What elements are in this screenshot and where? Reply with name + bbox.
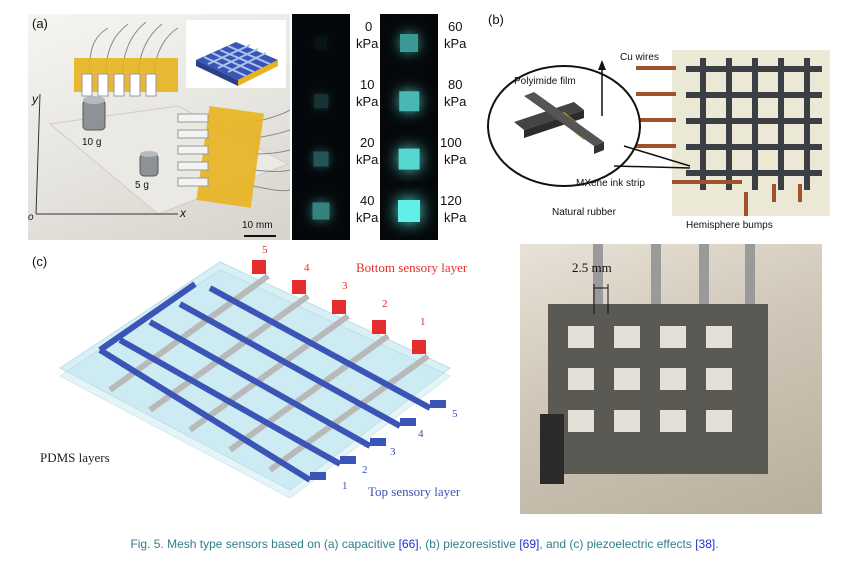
blue-number-1: 1	[342, 480, 348, 492]
pressure-value: 20	[360, 135, 375, 150]
pressure-cell-2	[292, 130, 350, 188]
cu-wires	[636, 66, 676, 148]
pressure-value: 10	[360, 77, 375, 92]
pressure-cell-3	[292, 182, 350, 240]
pressure-value: 40	[360, 193, 375, 208]
pressure-value: 0	[365, 19, 373, 34]
pressure-label-6: 100 kPa	[440, 134, 466, 168]
label-bottom-layer: Bottom sensory layer	[356, 260, 468, 275]
figure-caption: Fig. 5. Mesh type sensors based on (a) c…	[0, 537, 849, 551]
caption-prefix: Fig. 5. Mesh type sensors based on	[130, 537, 324, 551]
label-polyimide: Polyimide film	[514, 76, 576, 87]
glow-spot	[399, 91, 419, 111]
label-cu-wires: Cu wires	[620, 52, 659, 63]
blue-number-3: 3	[390, 446, 396, 458]
sensor-photo-drawing	[35, 21, 290, 237]
blue-number-5: 5	[452, 408, 458, 420]
pressure-cell-5	[380, 72, 438, 130]
label-pdms-layers: PDMS layers	[40, 450, 110, 465]
kapton-right	[196, 105, 264, 208]
red-number-3: 3	[342, 280, 348, 292]
glow-spot	[314, 94, 328, 108]
pressure-unit: kPa	[356, 152, 379, 167]
caption-ref-c-panel: (c)	[569, 537, 584, 551]
glow-spot	[313, 151, 329, 167]
pressure-cell-0	[292, 14, 350, 72]
caption-end: .	[715, 537, 719, 551]
pressure-value: 120	[440, 193, 462, 208]
sensor-photo-a: y x o 10 g 5 g 10 mm (a)	[28, 14, 290, 240]
glow-spot	[398, 200, 420, 222]
glow-spot	[315, 37, 327, 49]
axis-x-label: x	[180, 206, 186, 220]
magnifier-callout	[487, 60, 691, 187]
weight-label-10g: 10 g	[82, 137, 102, 148]
caption-citation-38[interactable]: [38]	[695, 537, 716, 551]
glow-spot	[312, 202, 330, 220]
red-number-1: 1	[420, 316, 426, 328]
caption-citation-66[interactable]: [66]	[398, 537, 419, 551]
caption-a-text: capacitive	[338, 537, 399, 551]
pressure-label-3: 40 kPa	[356, 192, 378, 226]
panel-a-label: (a)	[32, 16, 48, 31]
pressure-label-2: 20 kPa	[356, 134, 378, 168]
pressure-label-0: 0 kPa	[356, 18, 378, 52]
pressure-cell-4	[380, 14, 438, 72]
pressure-unit: kPa	[356, 210, 379, 225]
pressure-cell-6	[380, 130, 438, 188]
pressure-unit: kPa	[444, 152, 467, 167]
caption-ref-a-panel: (a)	[323, 537, 339, 551]
pressure-label-1: 10 kPa	[356, 76, 378, 110]
sensor-grid-photo-b	[672, 50, 830, 216]
caption-sep2: , and	[539, 537, 570, 551]
pressure-unit: kPa	[444, 36, 467, 51]
pressure-unit: kPa	[444, 94, 467, 109]
axis-y-label: y	[32, 92, 38, 106]
glow-spot	[398, 148, 420, 170]
label-rubber: Natural rubber	[552, 207, 616, 218]
caption-sep1: ,	[418, 537, 426, 551]
pressure-unit: kPa	[356, 36, 379, 51]
caption-citation-69[interactable]: [69]	[519, 537, 540, 551]
pressure-unit: kPa	[444, 210, 467, 225]
blue-number-4: 4	[418, 428, 424, 440]
pressure-value: 80	[448, 77, 463, 92]
pressure-unit: kPa	[356, 94, 379, 109]
pressure-value: 100	[440, 135, 462, 150]
pressure-cell-1	[292, 72, 350, 130]
layered-electrode-schematic	[59, 260, 451, 499]
scale-bar-label: 10 mm	[242, 220, 273, 231]
red-number-2: 2	[382, 298, 388, 310]
inset-schematic	[186, 20, 286, 88]
label-bumps: Hemisphere bumps	[686, 220, 773, 231]
device-photo-drawing	[540, 244, 768, 484]
red-number-4: 4	[304, 262, 310, 274]
caption-ref-b-panel: (b)	[425, 537, 440, 551]
glow-spot	[400, 34, 418, 52]
caption-b-text: piezoresistive	[439, 537, 520, 551]
pressure-label-4: 60 kPa	[444, 18, 466, 52]
weight-label-5g: 5 g	[135, 180, 149, 191]
blue-number-2: 2	[362, 464, 368, 476]
pressure-label-5: 80 kPa	[444, 76, 466, 110]
dimension-label: 2.5 mm	[572, 260, 612, 275]
electrode-grid-drawing	[672, 58, 822, 216]
label-top-layer: Top sensory layer	[368, 484, 461, 499]
device-photo-c: 2.5 mm	[520, 244, 822, 514]
panel-b-label: (b)	[488, 12, 504, 27]
panel-c-label: (c)	[32, 254, 48, 269]
label-mxene: MXene ink strip	[576, 178, 645, 189]
pressure-value: 60	[448, 19, 463, 34]
pressure-label-7: 120 kPa	[440, 192, 466, 226]
caption-c-text: piezoelectric effects	[583, 537, 696, 551]
red-number-5: 5	[262, 244, 268, 256]
pressure-cell-7	[380, 182, 438, 240]
axis-origin-label: o	[28, 212, 34, 223]
